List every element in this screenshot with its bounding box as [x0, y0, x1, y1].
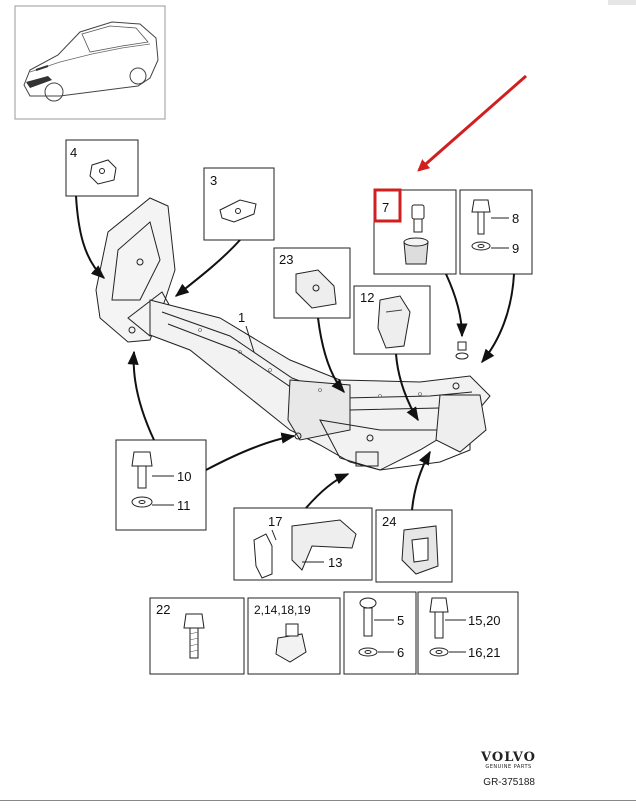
- arrow-24: [411, 450, 431, 511]
- highlight-box-7: [373, 188, 402, 223]
- callout-1: 1: [238, 310, 245, 325]
- callout-15-20: 15,20: [468, 613, 501, 628]
- callout-4: 4: [70, 145, 77, 160]
- callout-8: 8: [512, 211, 519, 226]
- part-box-12: [353, 285, 431, 355]
- callout-6: 6: [397, 645, 404, 660]
- reference-number: GR-375188: [483, 777, 535, 788]
- callout-24: 24: [382, 514, 396, 529]
- bottom-divider: [0, 800, 636, 801]
- arrow-12: [395, 353, 419, 422]
- part-box-4: [65, 139, 139, 197]
- corner-tab: [608, 0, 636, 5]
- part-box-17-13: [233, 507, 373, 581]
- front-cross-member: [95, 197, 491, 471]
- part-box-2-14-18-19: [247, 597, 341, 675]
- callout-13: 13: [328, 555, 342, 570]
- part-box-24: [375, 509, 453, 583]
- highlight-arrow: [417, 74, 527, 172]
- arrow-10-11-right: [205, 432, 296, 471]
- arrow-4: [75, 195, 106, 279]
- brand-logo: VOLVO GENUINE PARTS: [481, 750, 536, 770]
- leader-1: [245, 325, 255, 353]
- brand-tagline: GENUINE PARTS: [485, 764, 532, 770]
- callout-10: 10: [177, 469, 191, 484]
- part-box-5-6: [343, 591, 417, 675]
- part-box-10-11: [115, 439, 207, 531]
- callout-11: 11: [177, 498, 191, 513]
- part-box-8-9: [459, 189, 533, 275]
- callout-3: 3: [210, 173, 217, 188]
- vehicle-thumbnail: [14, 5, 166, 120]
- callout-22: 22: [156, 602, 170, 617]
- arrow-17-13: [305, 473, 350, 509]
- callout-5: 5: [397, 613, 404, 628]
- callout-23: 23: [279, 252, 293, 267]
- callout-16-21: 16,21: [468, 645, 501, 660]
- part-box-23: [273, 247, 351, 319]
- callout-12: 12: [360, 290, 374, 305]
- arrow-8-9: [481, 273, 515, 364]
- part-box-22: [149, 597, 245, 675]
- brand-name: VOLVO: [481, 750, 536, 765]
- callout-17: 17: [268, 514, 282, 529]
- part-box-3: [203, 167, 275, 241]
- arrow-7: [445, 273, 468, 338]
- arrow-10-11-up: [127, 350, 155, 441]
- part-box-7: [373, 189, 457, 275]
- arrow-23: [317, 317, 345, 394]
- callout-9: 9: [512, 241, 519, 256]
- callout-2-14-18-19: 2,14,18,19: [254, 603, 311, 617]
- part-box-15-20-16-21: [417, 591, 519, 675]
- mounting-bolt: [455, 341, 469, 360]
- callout-7: 7: [382, 200, 389, 215]
- arrow-3: [174, 239, 241, 297]
